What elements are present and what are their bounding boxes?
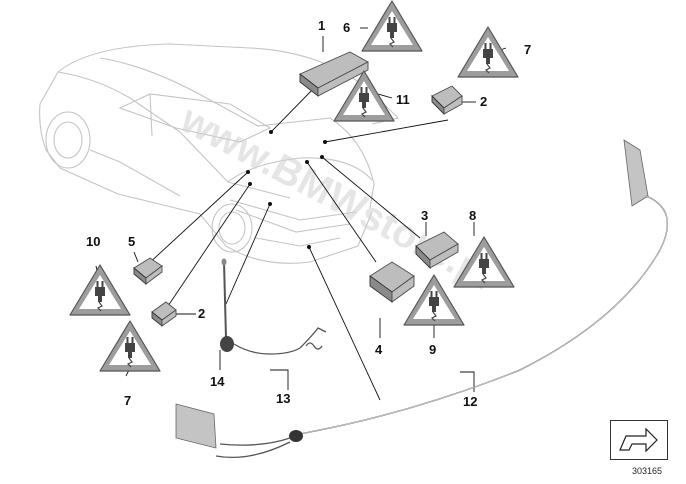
warning-triangle-9: [403, 274, 465, 326]
label-part-6: 6: [343, 20, 350, 35]
catalog-number: 303165: [632, 466, 663, 476]
warning-triangle-7-left: [99, 320, 161, 372]
warning-triangle-10: [69, 264, 131, 316]
control-unit-part-5: [133, 257, 163, 285]
warning-triangle-6: [361, 0, 423, 52]
antenna-part-14: [220, 258, 301, 355]
label-part-5: 5: [128, 234, 135, 249]
label-part-8: 8: [469, 208, 476, 223]
label-part-11: 11: [396, 92, 410, 107]
control-unit-part-4: [369, 261, 415, 303]
car-outline: [39, 43, 400, 264]
warning-triangle-8: [453, 236, 515, 288]
watermark: www.BMWstore.pl: [173, 97, 501, 299]
part-labels: 1 6 7 11 2 3 8 10 5 2 4 9 14 7 13 12: [86, 18, 531, 409]
leader-lines: [95, 27, 507, 401]
control-unit-part-1: [299, 51, 369, 97]
label-part-10: 10: [86, 234, 100, 249]
label-part-3: 3: [421, 208, 428, 223]
label-part-2-left: 2: [198, 306, 205, 321]
label-part-7-left: 7: [124, 393, 131, 408]
warning-triangle-11: [333, 70, 395, 122]
label-part-12: 12: [463, 394, 477, 409]
control-unit-part-2-left: [151, 301, 177, 327]
label-part-4: 4: [375, 342, 383, 357]
label-part-14: 14: [210, 374, 225, 389]
antenna-cable-part-12: [175, 139, 668, 459]
control-unit-part-2-top: [431, 85, 463, 116]
reference-arrow-overlay: [619, 427, 658, 453]
label-part-1: 1: [318, 18, 325, 33]
label-part-9: 9: [429, 342, 436, 357]
label-part-13: 13: [276, 391, 290, 406]
warning-triangle-7-top: [457, 26, 519, 78]
label-part-2-top: 2: [480, 94, 487, 109]
label-part-7-top: 7: [524, 42, 531, 57]
cable-part-13: [299, 327, 327, 350]
control-unit-part-3: [415, 231, 459, 270]
